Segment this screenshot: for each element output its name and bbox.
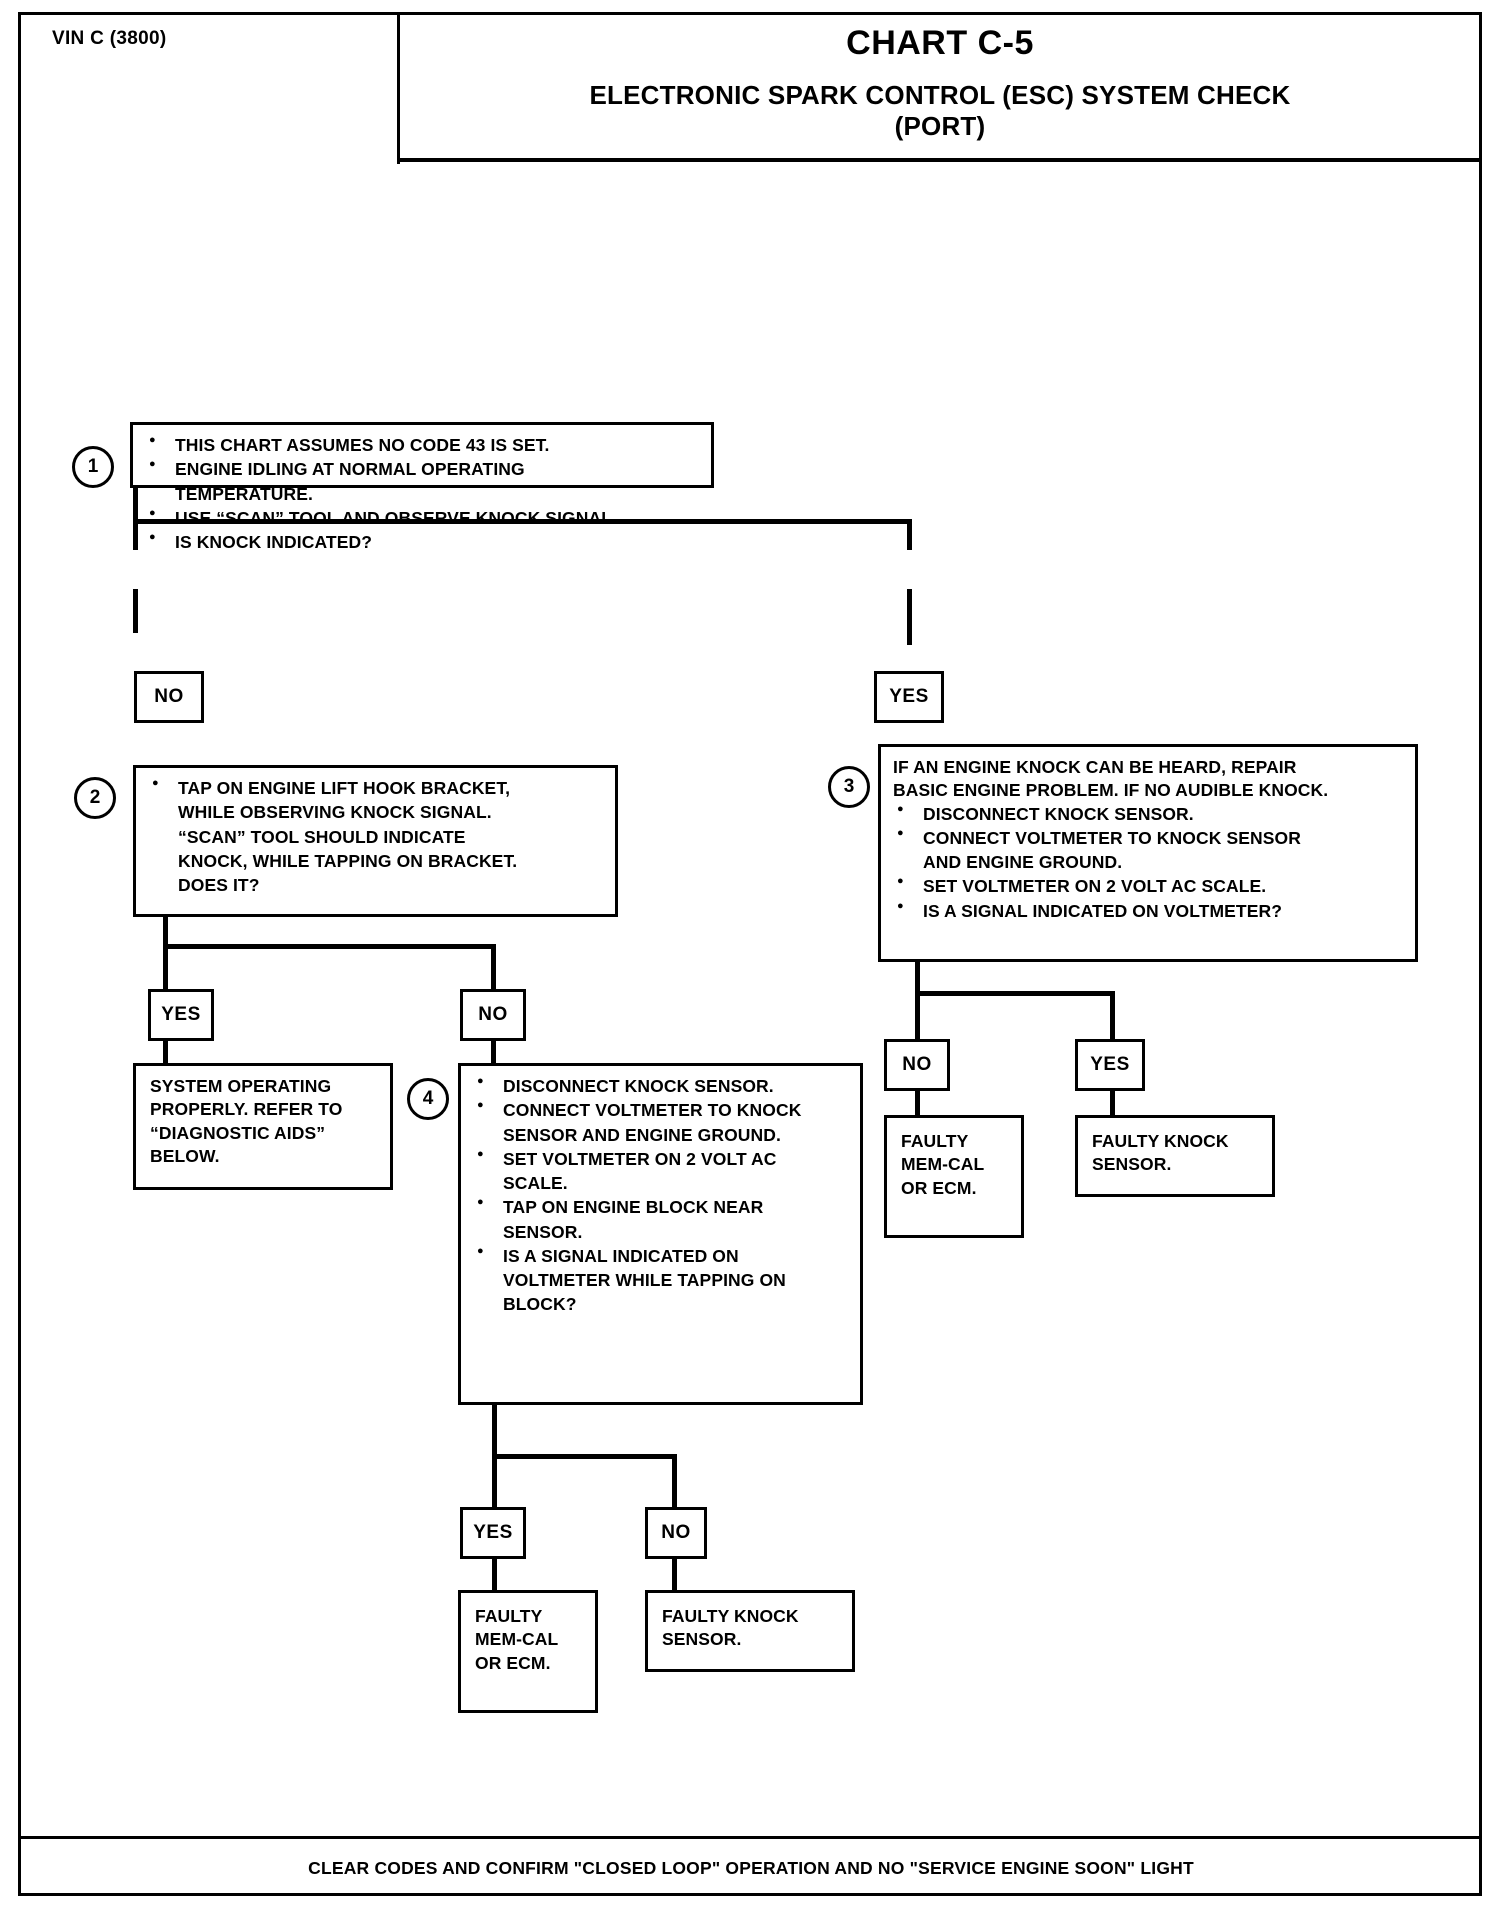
connector-3-no-down [915, 991, 920, 1041]
chart-title-line-1: ELECTRONIC SPARK CONTROL (ESC) SYSTEM CH… [589, 80, 1291, 110]
connector-4-yes-down [492, 1454, 497, 1509]
connector-4-down [492, 1405, 497, 1459]
step-1-bullet-3: USE “SCAN” TOOL AND OBSERVE KNOCK SIGNAL… [145, 506, 701, 530]
connector-yes3-result [1110, 1080, 1115, 1116]
step-box-2: TAP ON ENGINE LIFT HOOK BRACKET, WHILE O… [133, 765, 618, 917]
step-box-3: IF AN ENGINE KNOCK CAN BE HEARD, REPAIR … [878, 744, 1418, 962]
step-3-bullet-2-cont: AND ENGINE GROUND. [923, 852, 1123, 873]
connector-2-yes-down [163, 944, 168, 990]
step-2-bullet-list: TAP ON ENGINE LIFT HOOK BRACKET, WHILE O… [148, 776, 605, 897]
connector-yes1-box3 [907, 589, 912, 645]
decision-3-yes: YES [1075, 1039, 1145, 1091]
decision-4-no: NO [645, 1507, 707, 1559]
connector-no4-result [672, 1549, 677, 1591]
result-faulty-knock-right-line-2: SENSOR. [1092, 1154, 1172, 1175]
result-faulty-memcal-right-line-3: OR ECM. [901, 1177, 977, 1198]
connector-no2-box4 [491, 1029, 496, 1064]
result-system-operating-line-2: PROPERLY. REFER TO [150, 1099, 343, 1120]
step-2-bullet-1-cont-2: “SCAN” TOOL SHOULD INDICATE [178, 826, 466, 847]
step-circle-3: 3 [828, 766, 870, 808]
result-system-operating-line-3: “DIAGNOSTIC AIDS” [150, 1122, 326, 1143]
result-faulty-knock-right-line-1: FAULTY KNOCK [1092, 1131, 1229, 1151]
connector-4-split [492, 1454, 677, 1459]
connector-no3-result [915, 1080, 920, 1116]
step-2-bullet-1: TAP ON ENGINE LIFT HOOK BRACKET, [148, 776, 605, 800]
step-circle-2: 2 [74, 777, 116, 819]
connector-1-yes-down [907, 519, 912, 550]
step-1-bullet-2: ENGINE IDLING AT NORMAL OPERATING [145, 457, 701, 481]
chart-number: CHART C-5 [846, 24, 1034, 62]
step-4-bullet-4: TAP ON ENGINE BLOCK NEAR [473, 1195, 850, 1219]
step-4-bullet-5-cont-1: VOLTMETER WHILE TAPPING ON [503, 1270, 786, 1291]
step-4-bullet-2-cont: SENSOR AND ENGINE GROUND. [503, 1124, 781, 1145]
step-box-4: DISCONNECT KNOCK SENSOR. CONNECT VOLTMET… [458, 1063, 863, 1405]
step-box-1: THIS CHART ASSUMES NO CODE 43 IS SET. EN… [130, 422, 714, 552]
result-faulty-memcal-bottom-line-3: OR ECM. [475, 1652, 551, 1673]
connector-3-split [915, 991, 1115, 996]
decision-1-no: NO [134, 671, 204, 723]
chart-title-line-2: (PORT) [894, 110, 986, 141]
step-3-bullet-2: CONNECT VOLTMETER TO KNOCK SENSOR [893, 826, 1405, 850]
step-3-bullet-1: DISCONNECT KNOCK SENSOR. [893, 802, 1405, 826]
step-4-bullet-5-cont-2: BLOCK? [503, 1294, 577, 1315]
step-1-bullet-1: THIS CHART ASSUMES NO CODE 43 IS SET. [145, 433, 701, 457]
step-4-bullet-1: DISCONNECT KNOCK SENSOR. [473, 1074, 850, 1098]
result-faulty-memcal-right-line-2: MEM-CAL [901, 1154, 985, 1175]
result-system-operating: SYSTEM OPERATING PROPERLY. REFER TO “DIA… [133, 1063, 393, 1190]
step-4-bullet-5: IS A SIGNAL INDICATED ON [473, 1244, 850, 1268]
step-2-bullet-1-cont-4: DOES IT? [178, 875, 260, 896]
decision-4-yes: YES [460, 1507, 526, 1559]
connector-4-no-down [672, 1454, 677, 1509]
result-faulty-knock-right: FAULTY KNOCK SENSOR. [1075, 1115, 1275, 1197]
step-2-bullet-1-cont-1: WHILE OBSERVING KNOCK SIGNAL. [178, 802, 492, 823]
step-4-bullet-3-cont: SCALE. [503, 1173, 568, 1194]
connector-3-down [915, 960, 920, 996]
vin-label: VIN C (3800) [52, 28, 167, 49]
step-3-lead-line-1: IF AN ENGINE KNOCK CAN BE HEARD, REPAIR [893, 757, 1297, 777]
footer-divider [20, 1836, 1482, 1839]
result-faulty-memcal-bottom: FAULTY MEM-CAL OR ECM. [458, 1590, 598, 1713]
chart-title: ELECTRONIC SPARK CONTROL (ESC) SYSTEM CH… [398, 80, 1482, 141]
step-circle-1: 1 [72, 446, 114, 488]
decision-2-no: NO [460, 989, 526, 1041]
step-3-lead-line-2: BASIC ENGINE PROBLEM. IF NO AUDIBLE KNOC… [893, 780, 1329, 801]
step-circle-4: 4 [407, 1078, 449, 1120]
decision-2-yes: YES [148, 989, 214, 1041]
result-faulty-memcal-bottom-line-1: FAULTY [475, 1606, 543, 1626]
connector-yes2-result [163, 1029, 168, 1064]
connector-2-split [163, 944, 496, 949]
step-1-bullet-list: THIS CHART ASSUMES NO CODE 43 IS SET. EN… [145, 433, 701, 554]
page-border [18, 12, 1482, 1896]
step-3-bullet-3: SET VOLTMETER ON 2 VOLT AC SCALE. [893, 874, 1405, 898]
result-faulty-memcal-right-line-1: FAULTY [901, 1131, 969, 1151]
connector-no1-box2 [133, 589, 138, 633]
connector-3-yes-down [1110, 991, 1115, 1041]
result-faulty-memcal-right: FAULTY MEM-CAL OR ECM. [884, 1115, 1024, 1238]
result-system-operating-line-4: BELOW. [150, 1145, 220, 1166]
connector-1-down [133, 487, 138, 523]
result-faulty-memcal-bottom-line-2: MEM-CAL [475, 1629, 559, 1650]
connector-2-down [163, 915, 168, 949]
connector-yes4-result [492, 1549, 497, 1591]
result-faulty-knock-bottom: FAULTY KNOCK SENSOR. [645, 1590, 855, 1672]
result-system-operating-line-1: SYSTEM OPERATING [150, 1076, 332, 1096]
step-4-bullet-3: SET VOLTMETER ON 2 VOLT AC [473, 1147, 850, 1171]
step-3-bullet-4: IS A SIGNAL INDICATED ON VOLTMETER? [893, 899, 1405, 923]
connector-2-no-down [491, 944, 496, 990]
result-faulty-knock-bottom-line-1: FAULTY KNOCK [662, 1606, 799, 1626]
step-4-bullet-4-cont: SENSOR. [503, 1221, 583, 1242]
decision-3-no: NO [884, 1039, 950, 1091]
connector-1-no-down [133, 519, 138, 550]
step-1-bullet-4: IS KNOCK INDICATED? [145, 530, 701, 554]
decision-1-yes: YES [874, 671, 944, 723]
step-4-bullet-list: DISCONNECT KNOCK SENSOR. CONNECT VOLTMET… [473, 1074, 850, 1317]
step-4-bullet-2: CONNECT VOLTMETER TO KNOCK [473, 1098, 850, 1122]
step-1-bullet-2-cont: TEMPERATURE. [175, 483, 313, 504]
header-right-cell [398, 14, 1482, 162]
result-faulty-knock-bottom-line-2: SENSOR. [662, 1629, 742, 1650]
step-3-bullet-list: DISCONNECT KNOCK SENSOR. CONNECT VOLTMET… [893, 802, 1405, 923]
footer-note: CLEAR CODES AND CONFIRM "CLOSED LOOP" OP… [308, 1858, 1194, 1878]
header-left-cell [20, 14, 400, 164]
step-2-bullet-1-cont-3: KNOCK, WHILE TAPPING ON BRACKET. [178, 850, 518, 871]
